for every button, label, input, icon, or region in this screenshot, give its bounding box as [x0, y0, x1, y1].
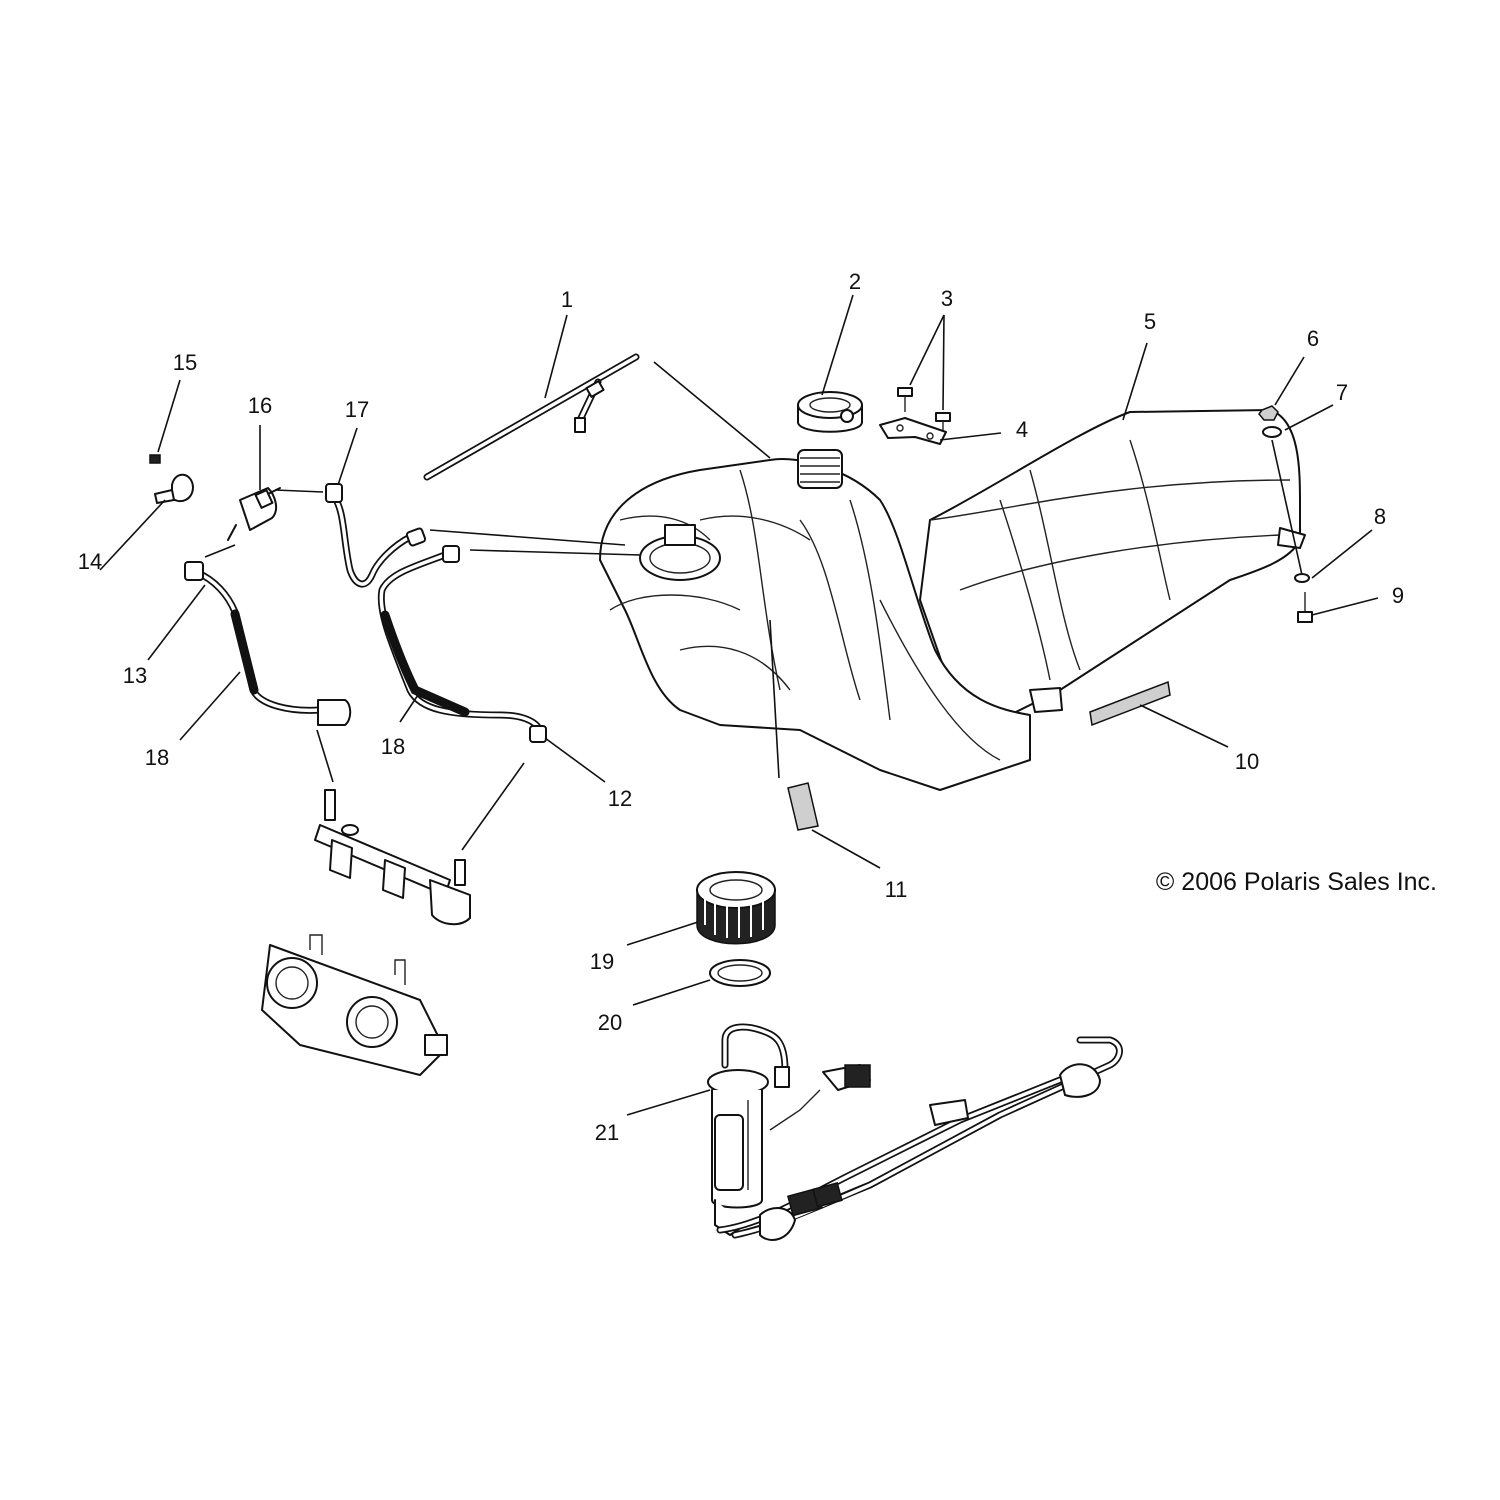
- copyright-notice: © 2006 Polaris Sales Inc.: [1156, 868, 1437, 896]
- callout-labels: 1 2 3 4 5 6 7 8 9 10 11 12 13 14 15 16 1…: [78, 269, 1404, 1145]
- pad-strip: [1089, 680, 1171, 727]
- callout-17: 17: [345, 397, 369, 422]
- callout-20: 20: [598, 1010, 622, 1035]
- callout-2: 2: [849, 269, 861, 294]
- hose-13-18-left: [184, 561, 352, 726]
- callout-4: 4: [1016, 417, 1028, 442]
- callout-13: 13: [123, 663, 147, 688]
- callout-3: 3: [941, 286, 953, 311]
- seal-ring: [709, 959, 771, 987]
- callout-10: 10: [1235, 749, 1259, 774]
- callout-21: 21: [595, 1120, 619, 1145]
- callout-6: 6: [1307, 326, 1319, 351]
- callout-12: 12: [608, 786, 632, 811]
- callout-1: 1: [561, 287, 573, 312]
- callout-5: 5: [1144, 309, 1156, 334]
- bracket: [879, 417, 947, 445]
- callout-19: 19: [590, 949, 614, 974]
- callout-7: 7: [1336, 380, 1348, 405]
- fuel-rail: [314, 789, 471, 926]
- callout-16: 16: [248, 393, 272, 418]
- hose-18-12-right: [377, 545, 547, 743]
- callout-18-left: 18: [145, 745, 169, 770]
- vent-tube: [423, 353, 640, 481]
- hose-17: [325, 483, 427, 588]
- callout-15: 15: [173, 350, 197, 375]
- fuel-cap: [797, 391, 863, 433]
- leader-lines: [99, 294, 1379, 1116]
- clamp: [154, 473, 194, 504]
- washer-top: [1262, 426, 1282, 438]
- callout-11: 11: [885, 877, 908, 902]
- screw-small: [149, 454, 161, 464]
- fuel-filter: [227, 487, 281, 541]
- pad: [787, 782, 819, 831]
- throttle-body: [261, 934, 448, 1076]
- callout-14: 14: [78, 549, 102, 574]
- callout-9: 9: [1392, 583, 1404, 608]
- washer-bottom: [1294, 573, 1310, 583]
- fuel-pump-assembly: [707, 1023, 1123, 1241]
- nut: [1258, 405, 1279, 421]
- lock-ring: [696, 871, 776, 945]
- callout-8: 8: [1374, 504, 1386, 529]
- callout-18-right: 18: [381, 734, 405, 759]
- screws-pair: [897, 387, 951, 437]
- tank-pump-ring: [639, 524, 721, 581]
- bolt: [1297, 592, 1313, 623]
